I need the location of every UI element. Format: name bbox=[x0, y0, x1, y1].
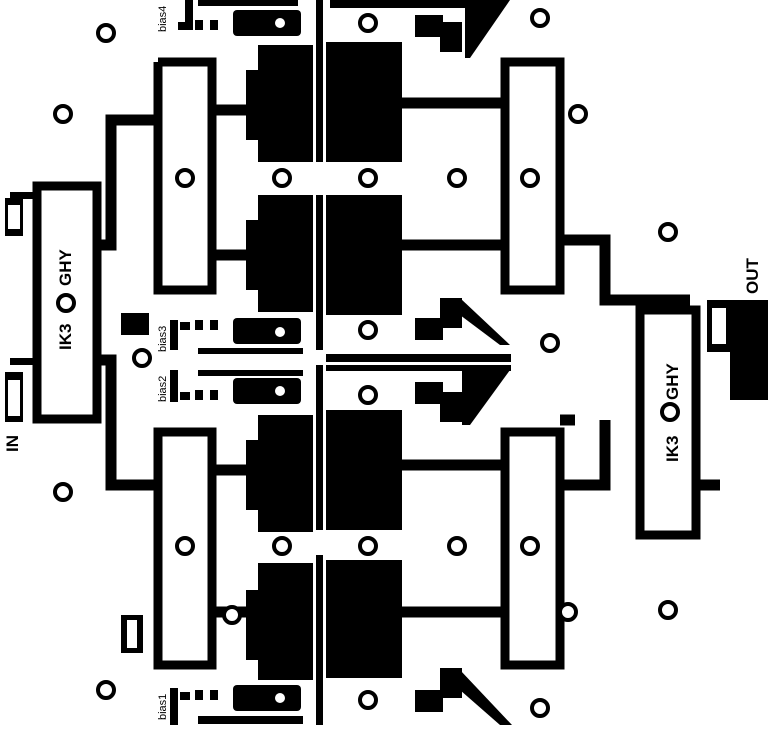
bias1-label: bias1 bbox=[157, 694, 169, 720]
supply-rails bbox=[316, 0, 323, 725]
output-label: OUT bbox=[743, 258, 762, 295]
output-combiners bbox=[500, 57, 565, 670]
input-label: IN bbox=[3, 435, 22, 452]
via-holes bbox=[53, 8, 678, 718]
input-callsign-suffix: GHY bbox=[56, 249, 75, 287]
pad-holes bbox=[8, 18, 726, 703]
drain-pads bbox=[326, 0, 480, 678]
main-traces bbox=[97, 97, 720, 618]
gate-pads bbox=[246, 45, 313, 680]
bias4-label: bias4 bbox=[157, 6, 169, 32]
drain-feeds bbox=[326, 0, 512, 725]
bias-networks bbox=[121, 0, 303, 725]
bias2-label: bias2 bbox=[157, 376, 169, 402]
output-callsign-prefix: IK3 bbox=[663, 436, 682, 462]
input-splitters bbox=[153, 57, 217, 670]
output-callsign-suffix: GHY bbox=[663, 363, 682, 401]
input-balun: IK3 GHY bbox=[5, 181, 102, 424]
bias3-label: bias3 bbox=[157, 326, 169, 352]
input-callsign-prefix: IK3 bbox=[56, 324, 75, 350]
